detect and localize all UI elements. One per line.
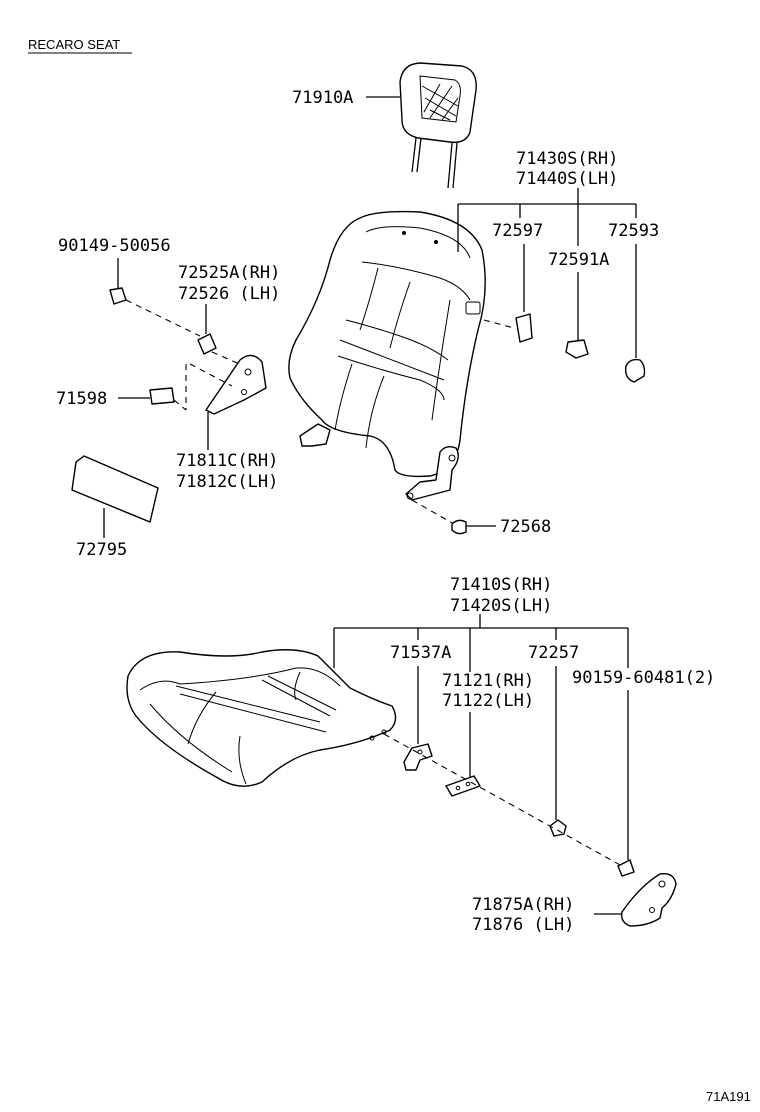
label-71812C: 71812C(LH) bbox=[176, 472, 278, 492]
seat-cushion bbox=[126, 649, 397, 787]
label-71876: 71876 (LH) bbox=[472, 915, 574, 935]
part-71537A-bracket bbox=[403, 743, 433, 771]
label-72525A: 72525A(RH) bbox=[178, 263, 280, 283]
label-72568: 72568 bbox=[500, 517, 551, 537]
label-72257: 72257 bbox=[528, 643, 579, 663]
diagram-code: 71A191 bbox=[706, 1089, 751, 1104]
label-71410S: 71410S(RH) bbox=[450, 575, 552, 595]
part-71875A-cover bbox=[620, 873, 677, 927]
label-90149-50056: 90149-50056 bbox=[58, 236, 171, 256]
label-72593: 72593 bbox=[608, 221, 659, 241]
label-72591A: 72591A bbox=[548, 250, 609, 270]
part-72568-cap bbox=[451, 519, 467, 535]
label-71811C: 71811C(RH) bbox=[176, 451, 278, 471]
part-90149-bolt bbox=[109, 287, 127, 305]
leader-tree-71430S bbox=[457, 188, 637, 252]
label-71440S: 71440S(LH) bbox=[516, 169, 618, 189]
part-90159-bolt bbox=[617, 859, 635, 877]
label-71598: 71598 bbox=[56, 389, 107, 409]
part-72597-clip bbox=[515, 313, 533, 343]
headrest bbox=[399, 62, 477, 189]
part-71598-plate bbox=[149, 387, 175, 405]
label-72526: 72526 (LH) bbox=[178, 284, 280, 304]
diagram-title: RECARO SEAT bbox=[28, 37, 120, 52]
part-72593-cap bbox=[624, 358, 646, 383]
label-71420S: 71420S(LH) bbox=[450, 596, 552, 616]
leader-tree-71410S bbox=[333, 614, 629, 672]
seat-back bbox=[288, 210, 486, 501]
label-72795: 72795 bbox=[76, 540, 127, 560]
label-71122: 71122(LH) bbox=[442, 691, 534, 711]
label-90159-60481: 90159-60481(2) bbox=[572, 668, 715, 688]
label-71910A: 71910A bbox=[292, 88, 353, 108]
part-72525A-nut bbox=[197, 333, 217, 355]
label-71537A: 71537A bbox=[390, 643, 451, 663]
label-71875A: 71875A(RH) bbox=[472, 895, 574, 915]
part-72795-pad bbox=[71, 455, 159, 523]
label-71430S: 71430S(RH) bbox=[516, 149, 618, 169]
part-72257-nut bbox=[549, 819, 567, 837]
label-72597: 72597 bbox=[492, 221, 543, 241]
part-71811C-bracket bbox=[205, 354, 267, 415]
part-71121-plate bbox=[445, 775, 481, 797]
label-71121: 71121(RH) bbox=[442, 671, 534, 691]
part-72591A-clip bbox=[565, 339, 589, 359]
